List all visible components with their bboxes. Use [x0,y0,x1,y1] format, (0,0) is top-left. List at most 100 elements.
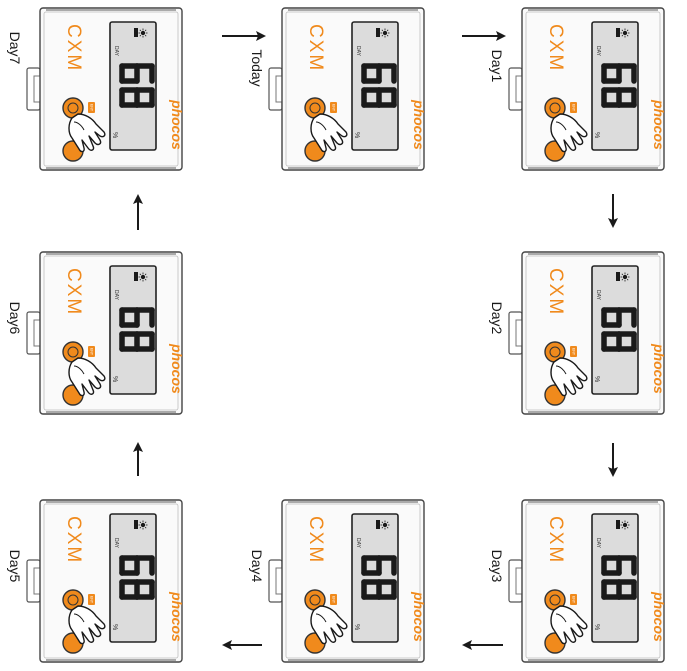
battery-icon [376,28,380,37]
housing-bevel [43,11,179,167]
model-name: CXM [63,516,84,564]
device-face: CXM DAY% ENT phocos [62,21,185,162]
model-name: CXM [63,268,84,316]
sun-icon [620,272,630,282]
mounting-slot [33,75,41,103]
device-face: CXM DAY% ENT phocos [544,265,667,406]
lcd-day-label: DAY [595,290,601,301]
enter-label: ENT [90,104,94,112]
sun-icon [138,28,148,38]
housing-bevel [525,11,661,167]
pressing-hand-icon [68,113,106,153]
lcd-day-label: DAY [595,538,601,549]
lcd-day-label: DAY [355,46,361,57]
model-name: CXM [545,268,566,316]
lcd-unit: % [593,624,600,630]
enter-button-ring [67,594,79,606]
housing-bevel [525,503,661,659]
phocos-logo: phocos [651,591,667,642]
lcd-day-label: DAY [113,46,119,57]
mounting-slot [275,75,283,103]
model-name: CXM [545,516,566,564]
sun-icon [138,272,148,282]
enter-label-badge [330,102,337,113]
enter-label: ENT [90,596,94,604]
battery-icon [134,520,138,529]
pressing-hand-icon [68,605,106,645]
lcd-screen [351,513,399,643]
device-caption-day2: Day2 [489,302,505,335]
enter-label: ENT [90,348,94,356]
enter-button-ring [549,346,561,358]
lcd-reading [361,555,397,600]
lcd-screen [591,21,639,151]
battery-icon [616,28,620,37]
battery-icon [134,28,138,37]
model-name: CXM [305,516,326,564]
sun-icon [380,28,390,38]
lcd-reading [119,63,155,108]
phocos-logo: phocos [169,99,185,150]
lcd-screen [591,265,639,395]
device-caption-day1: Day1 [489,50,505,83]
mounting-slot [515,567,523,595]
lcd-day-label: DAY [113,290,119,301]
phocos-logo: phocos [169,343,185,394]
lcd-reading [601,307,637,352]
lcd-unit: % [593,132,600,138]
housing-bevel [43,503,179,659]
housing-bevel [285,11,421,167]
pressing-hand-icon [310,113,348,153]
lcd-reading [119,307,155,352]
phocos-logo: phocos [411,591,427,642]
lcd-screen [591,513,639,643]
mounting-slot [275,567,283,595]
model-name: CXM [63,24,84,72]
housing-bevel [525,255,661,411]
model-name: CXM [305,24,326,72]
pressing-hand-icon [550,605,588,645]
phocos-logo: phocos [651,99,667,150]
mounting-slot [515,319,523,347]
phocos-logo: phocos [651,343,667,394]
flow-arrows [133,31,618,650]
device-caption-day6: Day6 [7,302,23,335]
model-name: CXM [545,24,566,72]
lcd-reading [601,63,637,108]
lcd-unit: % [593,376,600,382]
lcd-unit: % [353,624,360,630]
enter-button-ring [67,346,79,358]
device-caption-day5: Day5 [7,550,23,583]
enter-label-badge [570,346,577,357]
lcd-screen [351,21,399,151]
enter-label-badge [330,594,337,605]
mounting-slot [515,75,523,103]
mounting-slot [33,319,41,347]
enter-label-badge [570,102,577,113]
lcd-day-label: DAY [355,538,361,549]
enter-label: ENT [572,104,576,112]
enter-label-badge [88,594,95,605]
lcd-reading [119,555,155,600]
lcd-screen [109,265,157,395]
enter-label: ENT [572,348,576,356]
device-caption-day4: Day4 [249,550,265,583]
pressing-hand-icon [550,113,588,153]
pressing-hand-icon [68,357,106,397]
enter-label-badge [88,102,95,113]
mounting-slot [33,567,41,595]
battery-icon [616,520,620,529]
phocos-logo: phocos [169,591,185,642]
lcd-unit: % [111,132,118,138]
